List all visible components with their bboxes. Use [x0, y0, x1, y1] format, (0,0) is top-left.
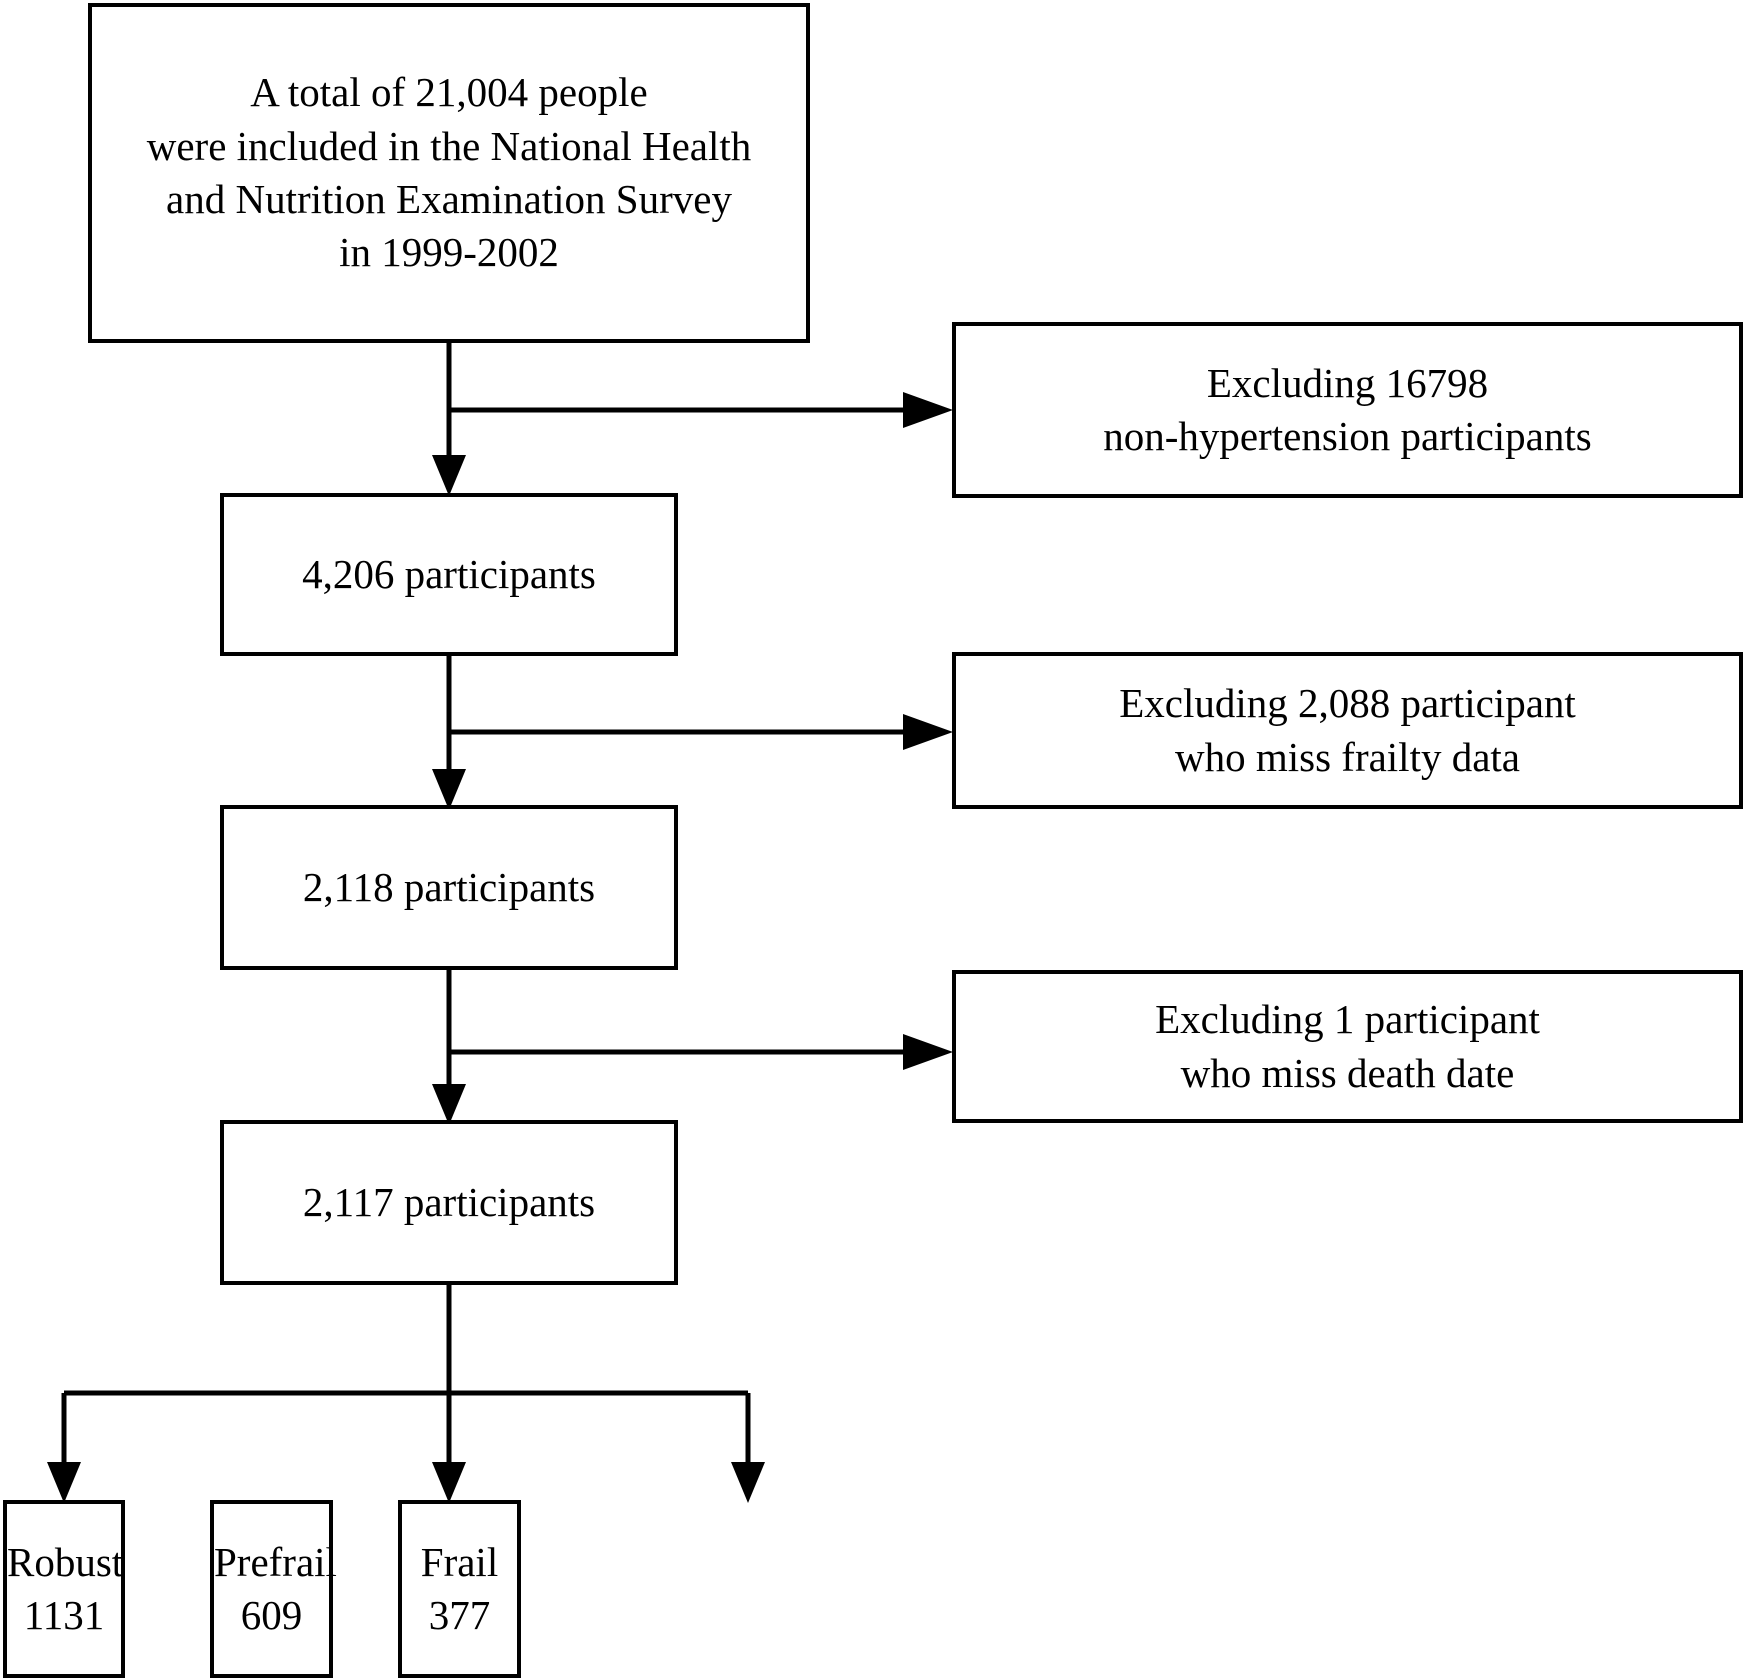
arrowhead-right-to-exclusion-2: [903, 714, 953, 750]
arrowhead-down-to-2117: [432, 1084, 466, 1125]
node-group-robust: Robust 1131: [3, 1500, 125, 1678]
node-participants-2118-label: 2,118 participants: [302, 863, 596, 910]
arrowhead-down-to-prefrail: [432, 1462, 466, 1503]
node-group-frail: Frail 377: [398, 1500, 521, 1678]
arrowhead-down-to-2118: [432, 769, 466, 810]
node-group-robust-label: Robust 1131: [7, 1538, 124, 1638]
node-total-population-label: A total of 21,004 people were included i…: [146, 69, 752, 276]
arrowhead-down-to-4206: [432, 455, 466, 496]
node-exclusion-non-hypertension: Excluding 16798 non-hypertension partici…: [952, 322, 1743, 498]
node-participants-2118: 2,118 participants: [220, 805, 678, 970]
arrowhead-right-to-exclusion-1: [903, 392, 953, 428]
node-exclusion-missing-death-date-label: Excluding 1 participant who miss death d…: [1155, 996, 1540, 1096]
node-total-population: A total of 21,004 people were included i…: [88, 3, 810, 343]
node-group-prefrail-label: Prefrail 609: [214, 1538, 337, 1638]
node-group-frail-label: Frail 377: [420, 1538, 499, 1638]
node-participants-2117: 2,117 participants: [220, 1120, 678, 1285]
node-participants-2117-label: 2,117 participants: [302, 1178, 596, 1225]
arrowhead-down-to-frail: [731, 1462, 765, 1503]
node-exclusion-missing-death-date: Excluding 1 participant who miss death d…: [952, 970, 1743, 1123]
node-exclusion-missing-frailty-label: Excluding 2,088 participant who miss fra…: [1119, 680, 1576, 780]
node-exclusion-missing-frailty: Excluding 2,088 participant who miss fra…: [952, 652, 1743, 809]
node-exclusion-non-hypertension-label: Excluding 16798 non-hypertension partici…: [1103, 359, 1592, 459]
arrowhead-right-to-exclusion-3: [903, 1034, 953, 1070]
node-group-prefrail: Prefrail 609: [210, 1500, 337, 1678]
node-participants-4206: 4,206 participants: [220, 493, 678, 656]
arrowhead-down-to-robust: [47, 1462, 81, 1503]
node-participants-4206-label: 4,206 participants: [302, 550, 596, 597]
